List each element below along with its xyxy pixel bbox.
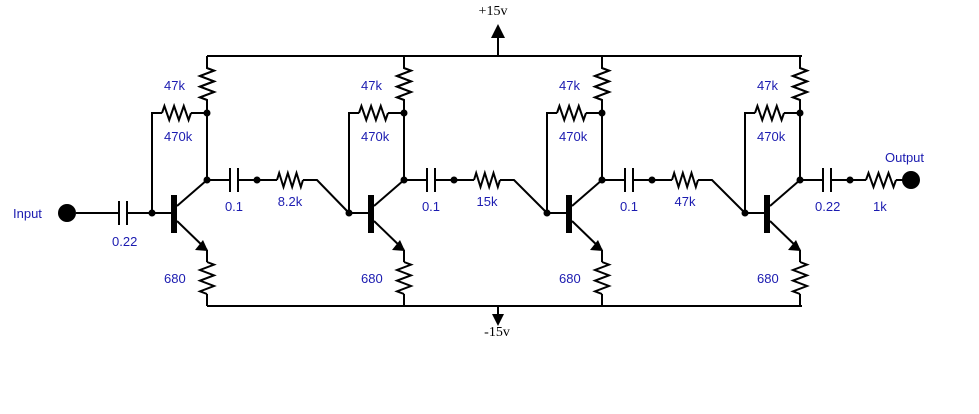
output-label: Output bbox=[885, 150, 924, 165]
stage-1-feedback-wire bbox=[151, 112, 162, 213]
stage-2-transistor-base-bar bbox=[368, 195, 374, 233]
stage-3-series-resistor bbox=[671, 169, 699, 191]
stage-3-interstage-wire bbox=[698, 179, 746, 214]
stage-2-base-node bbox=[345, 209, 353, 217]
stage-1-feedback-node bbox=[203, 109, 211, 117]
input-capacitor bbox=[118, 201, 128, 225]
stage-2-collector-node bbox=[400, 176, 408, 184]
stage-1-transistor-base-bar bbox=[171, 195, 177, 233]
stage-4-base-node bbox=[741, 209, 749, 217]
input-label: Input bbox=[13, 206, 42, 221]
stage-1-emitter-value: 680 bbox=[164, 271, 186, 286]
stage-2-feedback-value: 470k bbox=[361, 129, 390, 144]
stage-4-feedback-node bbox=[796, 109, 804, 117]
stage-1-base-node bbox=[148, 209, 156, 217]
output-resistor bbox=[865, 170, 897, 190]
stage-1-coupling-capacitor bbox=[229, 168, 239, 192]
stage-4-feedback-value: 470k bbox=[757, 129, 786, 144]
stage-2-emitter-arrow bbox=[392, 240, 405, 251]
stage-3-feedback-resistor bbox=[556, 102, 587, 124]
output-res-value: 1k bbox=[873, 199, 887, 214]
output-capacitor bbox=[822, 168, 832, 192]
stage-2-emitter-value: 680 bbox=[361, 271, 383, 286]
stage-2-series-value: 15k bbox=[477, 194, 498, 209]
stage-1-collector-value: 47k bbox=[164, 78, 185, 93]
stage-1-interstage-wire bbox=[303, 179, 350, 214]
stage-2-series-node bbox=[450, 176, 458, 184]
input-terminal bbox=[58, 204, 76, 222]
stage-2-collector-value: 47k bbox=[361, 78, 382, 93]
stage-1-series-value: 8.2k bbox=[278, 194, 303, 209]
stage-1-emitter-arrow bbox=[195, 240, 208, 251]
positive-arrow-head bbox=[491, 24, 505, 38]
stage-1-transistor-collector bbox=[176, 179, 208, 207]
input-cap-value: 0.22 bbox=[112, 234, 137, 249]
stage-1-emitter-resistor bbox=[197, 261, 217, 295]
stage-4-transistor-base-bar bbox=[764, 195, 770, 233]
stage-3-transistor-collector bbox=[571, 179, 603, 207]
stage-2-emitter-resistor bbox=[394, 261, 414, 295]
negative-arrow-head bbox=[492, 314, 504, 326]
stage-3-emitter-arrow bbox=[590, 240, 603, 251]
stage-1-collector-resistor-zig bbox=[197, 67, 217, 101]
stage-3-transistor-base-bar bbox=[566, 195, 572, 233]
wiring bbox=[76, 24, 903, 326]
stage-2-cap-value: 0.1 bbox=[422, 199, 440, 214]
stage-3-series-value: 47k bbox=[675, 194, 696, 209]
stage-1-series-resistor bbox=[276, 169, 304, 191]
negative-rail-label: -15v bbox=[484, 325, 510, 340]
stage-3-emitter-resistor bbox=[592, 261, 612, 295]
stage-2-collector-resistor-zig bbox=[394, 67, 414, 101]
positive-rail-label: +15v bbox=[479, 4, 508, 19]
stage-2-feedback-wire bbox=[348, 112, 359, 213]
stage-3-collector-value: 47k bbox=[559, 78, 580, 93]
labels: +15v -15v Input Output 0.22 0.22 1k 47k 4… bbox=[13, 4, 924, 340]
stage-2-interstage-wire bbox=[500, 179, 548, 214]
stage-3-feedback-value: 470k bbox=[559, 129, 588, 144]
stage-4-feedback-resistor bbox=[754, 102, 785, 124]
stage-4-transistor-collector bbox=[769, 179, 801, 207]
stage-1-cap-value: 0.1 bbox=[225, 199, 243, 214]
stage-2-series-resistor bbox=[473, 169, 501, 191]
stage-4-emitter-arrow bbox=[788, 240, 801, 251]
output-cap-value: 0.22 bbox=[815, 199, 840, 214]
stage-4-collector-node bbox=[796, 176, 804, 184]
output-series-node bbox=[846, 176, 854, 184]
stage-3-cap-value: 0.1 bbox=[620, 199, 638, 214]
stage-3-collector-resistor-zig bbox=[592, 67, 612, 101]
stage-1-collector-node bbox=[203, 176, 211, 184]
stage-3-base-node bbox=[543, 209, 551, 217]
stage-4-feedback-wire bbox=[744, 112, 755, 213]
stage-4-emitter-value: 680 bbox=[757, 271, 779, 286]
stage-3-collector-node bbox=[598, 176, 606, 184]
stage-4-emitter-resistor bbox=[790, 261, 810, 295]
output-terminal bbox=[902, 171, 920, 189]
stage-2-coupling-capacitor bbox=[426, 168, 436, 192]
stage-2-feedback-node bbox=[400, 109, 408, 117]
stage-4-collector-value: 47k bbox=[757, 78, 778, 93]
stage-3-series-node bbox=[648, 176, 656, 184]
stage-1-feedback-value: 470k bbox=[164, 129, 193, 144]
stage-3-coupling-capacitor bbox=[624, 168, 634, 192]
stage-3-feedback-wire bbox=[546, 112, 557, 213]
stage-1-series-node bbox=[253, 176, 261, 184]
stage-3-feedback-node bbox=[598, 109, 606, 117]
stage-2-feedback-resistor bbox=[358, 102, 389, 124]
stage-3-emitter-value: 680 bbox=[559, 271, 581, 286]
stage-4-collector-resistor-zig bbox=[790, 67, 810, 101]
stage-1-feedback-resistor bbox=[161, 102, 192, 124]
junctions bbox=[58, 109, 920, 222]
stage-2-transistor-collector bbox=[373, 179, 405, 207]
